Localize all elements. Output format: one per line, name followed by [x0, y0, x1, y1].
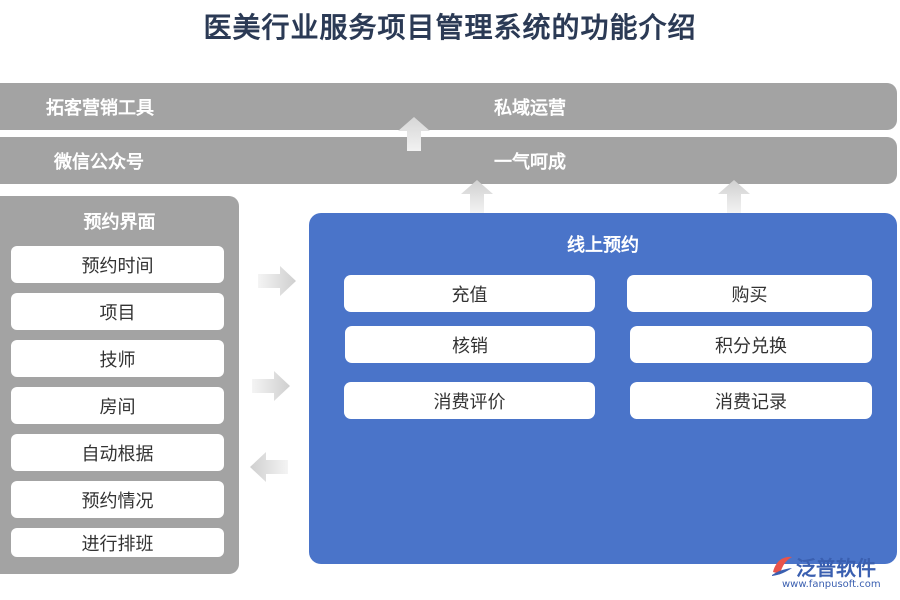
online-item: 消费记录	[630, 382, 872, 419]
right-arrow-icon	[252, 371, 290, 401]
appointment-item: 预约情况	[11, 481, 224, 518]
band-left-label: 拓客营销工具	[46, 98, 154, 119]
band-wechat: 微信公众号 一气呵成	[0, 137, 897, 184]
up-arrow-icon	[718, 180, 750, 214]
appointment-panel: 预约界面 预约时间 项目 技师 房间 自动根据 预约情况 进行排班	[0, 196, 239, 574]
online-item: 充值	[344, 275, 595, 312]
online-item: 消费评价	[344, 382, 595, 419]
logo-icon	[772, 556, 792, 576]
panel-title: 预约界面	[83, 212, 156, 233]
band-left-label: 微信公众号	[54, 152, 144, 173]
band-right-label: 私域运营	[494, 98, 566, 119]
appointment-item: 进行排班	[11, 528, 224, 557]
appointment-item: 房间	[11, 387, 224, 424]
panel-title: 线上预约	[567, 235, 639, 256]
up-arrow-icon	[461, 180, 493, 214]
online-booking-panel: 线上预约 充值 购买 核销 积分兑换 消费评价 消费记录	[309, 213, 897, 564]
appointment-item: 技师	[11, 340, 224, 377]
company-logo: 泛普软件 www.fanpusoft.com	[768, 552, 896, 596]
page-title: 医美行业服务项目管理系统的功能介绍	[203, 11, 697, 44]
online-item: 购买	[627, 275, 872, 312]
up-arrow-icon	[398, 117, 430, 151]
appointment-item: 自动根据	[11, 434, 224, 471]
left-arrow-icon	[250, 452, 288, 482]
band-marketing: 拓客营销工具 私域运营	[0, 83, 897, 130]
logo-name: 泛普软件	[796, 556, 876, 580]
online-item: 积分兑换	[630, 326, 872, 363]
band-right-label: 一气呵成	[494, 152, 566, 173]
online-item: 核销	[345, 326, 595, 363]
right-arrow-icon	[258, 266, 296, 296]
appointment-item: 预约时间	[11, 246, 224, 283]
logo-url: www.fanpusoft.com	[782, 579, 881, 590]
appointment-item: 项目	[11, 293, 224, 330]
